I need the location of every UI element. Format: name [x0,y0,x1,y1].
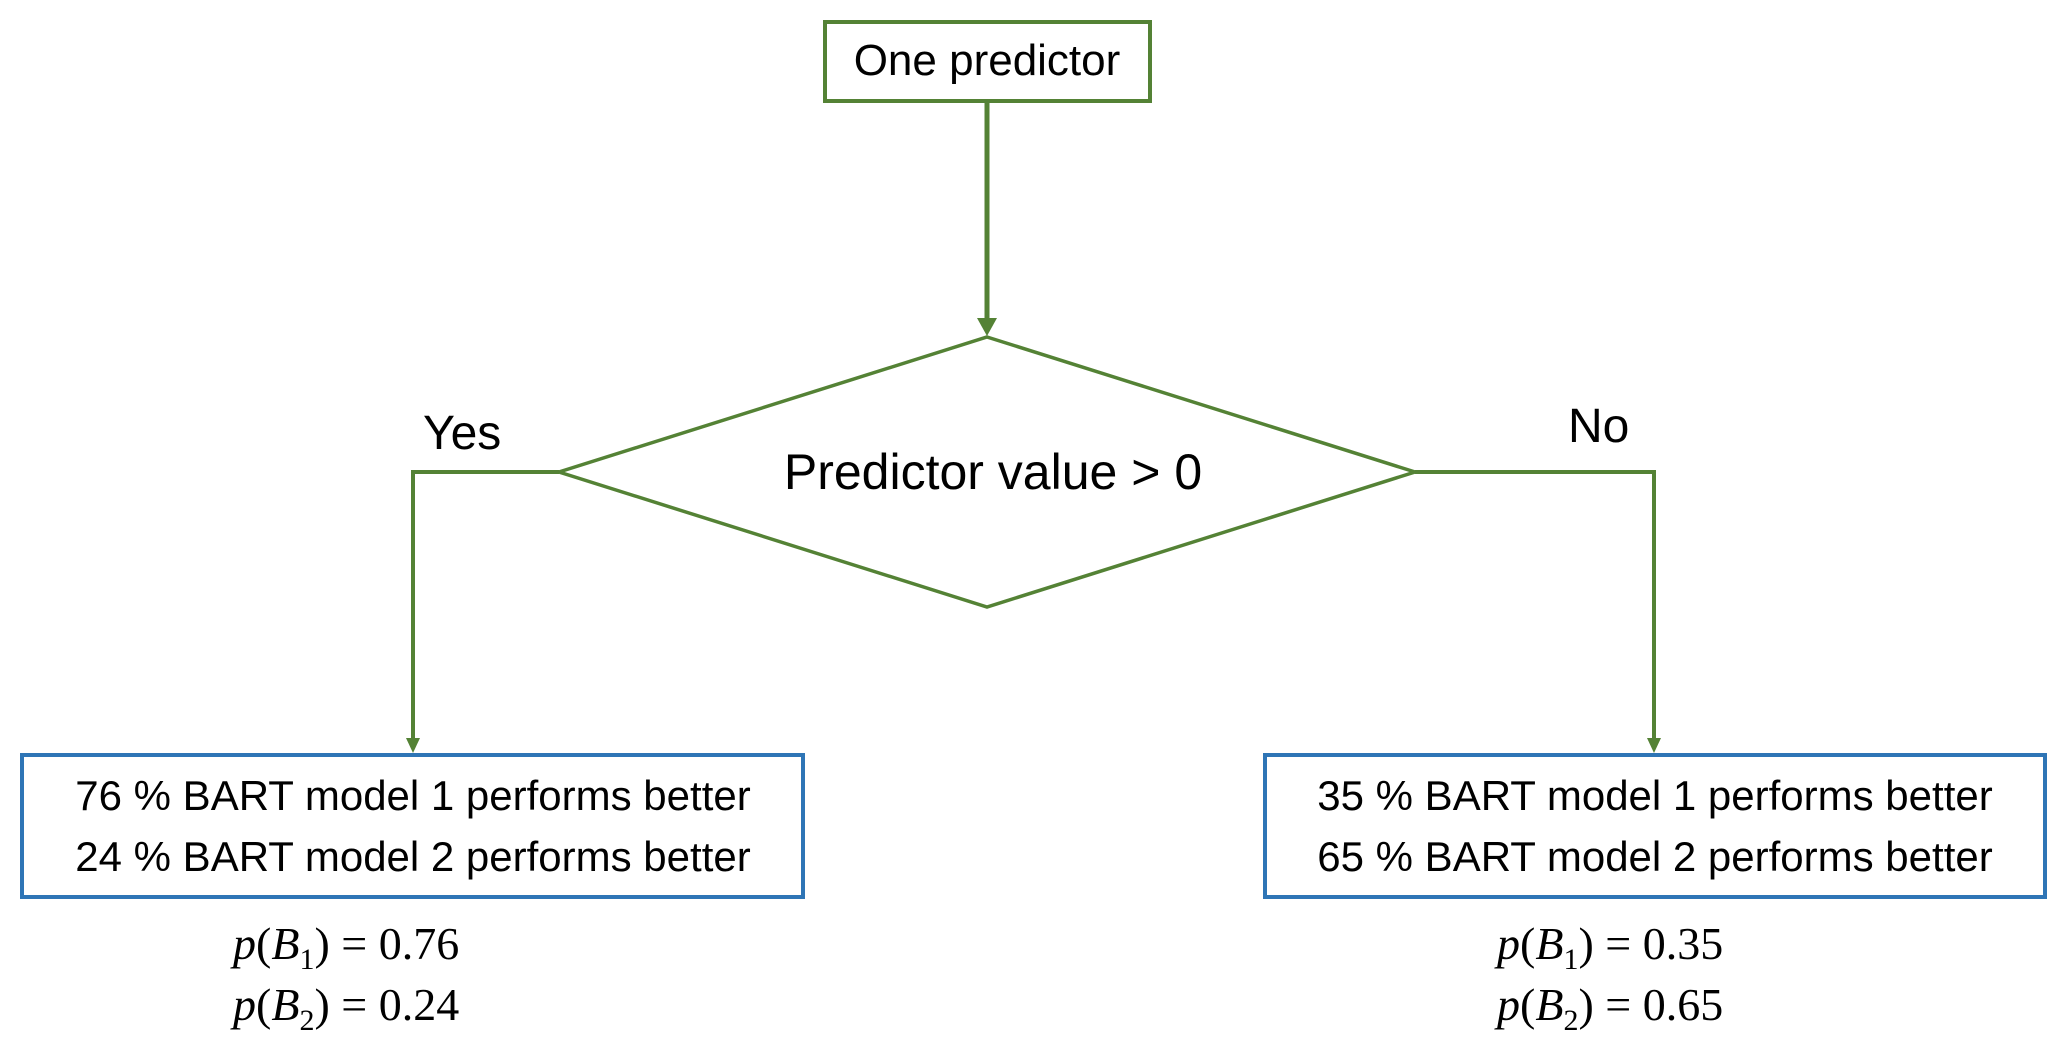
yes-label: Yes [423,407,501,460]
outcome-left-line1: 76 % BART model 1 performs better [75,772,750,819]
decision-diamond [553,335,1421,609]
no-label: No [1568,400,1629,453]
decision-node: Predictor value > 0 [553,335,1421,609]
probability-right-b1-value: 0.35 [1643,918,1724,969]
outcome-left-box [20,753,805,899]
start-box [823,20,1152,103]
probability-right-b2-value: 0.65 [1643,979,1724,1030]
probability-left-b1-value: 0.76 [379,918,460,969]
no-branch: No [1415,400,1661,753]
arrowhead-icon [977,318,997,336]
outcome-right: 35 % BART model 1 performs better 65 % B… [1263,753,2047,1037]
outcome-left: 76 % BART model 1 performs better 24 % B… [20,753,805,1037]
probability-left-b2-value: 0.24 [379,979,460,1030]
outcome-left-line2: 24 % BART model 2 performs better [75,833,750,880]
yes-branch: Yes [406,407,559,753]
probability-right-b2: p(B2) = 0.65 [1494,979,1723,1037]
outcome-right-line2: 65 % BART model 2 performs better [1317,833,1992,880]
probability-right-b1: p(B1) = 0.35 [1494,918,1723,976]
arrowhead-icon [1647,738,1661,753]
outcome-right-line1: 35 % BART model 1 performs better [1317,772,1992,819]
probability-left-b2: p(B2) = 0.24 [230,979,459,1037]
arrowhead-icon [406,738,420,753]
outcome-right-box [1263,753,2047,899]
decision-label: Predictor value > 0 [784,444,1202,500]
start-node: One predictor [823,20,1152,103]
probability-left-b1: p(B1) = 0.76 [230,918,459,976]
start-to-decision-arrow [977,101,997,336]
start-label: One predictor [854,36,1121,85]
